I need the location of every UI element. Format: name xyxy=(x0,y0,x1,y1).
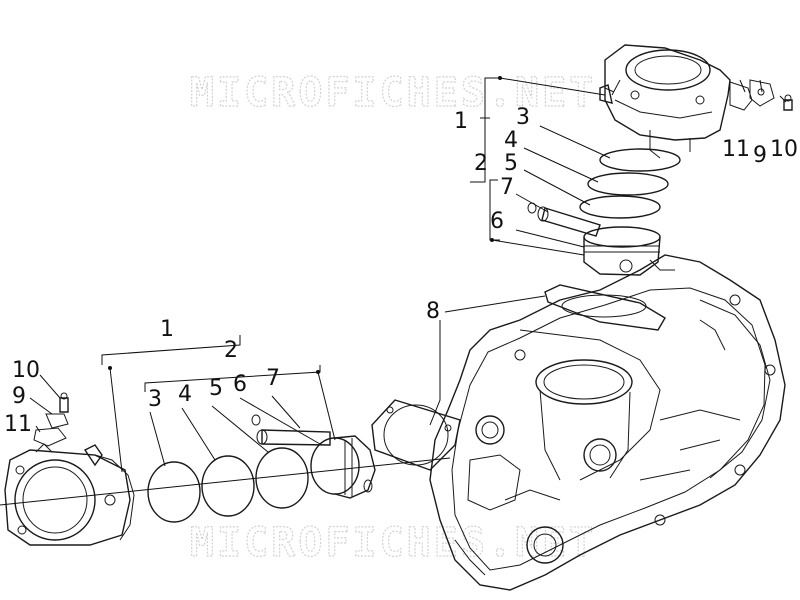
cylinder-left-drawing xyxy=(4,443,135,546)
piston-top-drawing xyxy=(583,226,661,276)
callout-5-left: 5 xyxy=(209,376,223,401)
callout-3-top: 3 xyxy=(516,105,530,130)
callout-4-top: 4 xyxy=(504,128,518,153)
cover-gasket-left-drawing xyxy=(33,392,69,447)
callout-7-left: 7 xyxy=(266,366,280,391)
base-gasket-top-drawing xyxy=(544,284,666,331)
callout-9-left: 9 xyxy=(12,384,26,409)
cylinder-top-drawing xyxy=(599,44,731,159)
piston-pin-top-drawing xyxy=(527,202,601,237)
cover-gasket-top-drawing xyxy=(729,79,793,111)
callout-3-left: 3 xyxy=(148,387,162,412)
callout-4-left: 4 xyxy=(178,382,192,407)
base-gasket-left-drawing xyxy=(371,399,461,471)
watermark-top: MICROFICHES.NET xyxy=(190,70,596,116)
watermark-bottom: MICROFICHES.NET xyxy=(190,520,596,566)
leader-lines xyxy=(0,76,787,506)
callout-1-left: 1 xyxy=(160,317,174,342)
callouts-left: 1 2 3 4 5 6 7 10 9 11 xyxy=(4,317,280,437)
rings-left-drawing xyxy=(147,447,309,523)
callout-1-top: 1 xyxy=(454,109,468,134)
callout-10-top: 10 xyxy=(770,137,798,162)
crankcase-drawing xyxy=(429,254,786,591)
callout-9-top: 9 xyxy=(753,143,767,168)
callout-11-left: 11 xyxy=(4,412,32,437)
callout-6-left: 6 xyxy=(233,372,247,397)
callout-5-top: 5 xyxy=(504,151,518,176)
piston-pin-left-drawing xyxy=(251,414,331,446)
callout-10-left: 10 xyxy=(12,358,40,383)
callout-2-top: 2 xyxy=(474,151,488,176)
callout-11-top: 11 xyxy=(722,137,750,162)
callout-7-top: 7 xyxy=(500,175,514,200)
callout-8: 8 xyxy=(426,299,440,324)
callout-6-top: 6 xyxy=(490,209,504,234)
rings-top-drawing xyxy=(579,148,681,219)
callouts-top: 1 2 3 4 5 7 6 11 9 10 8 xyxy=(426,105,798,324)
callout-2-left: 2 xyxy=(224,338,238,363)
